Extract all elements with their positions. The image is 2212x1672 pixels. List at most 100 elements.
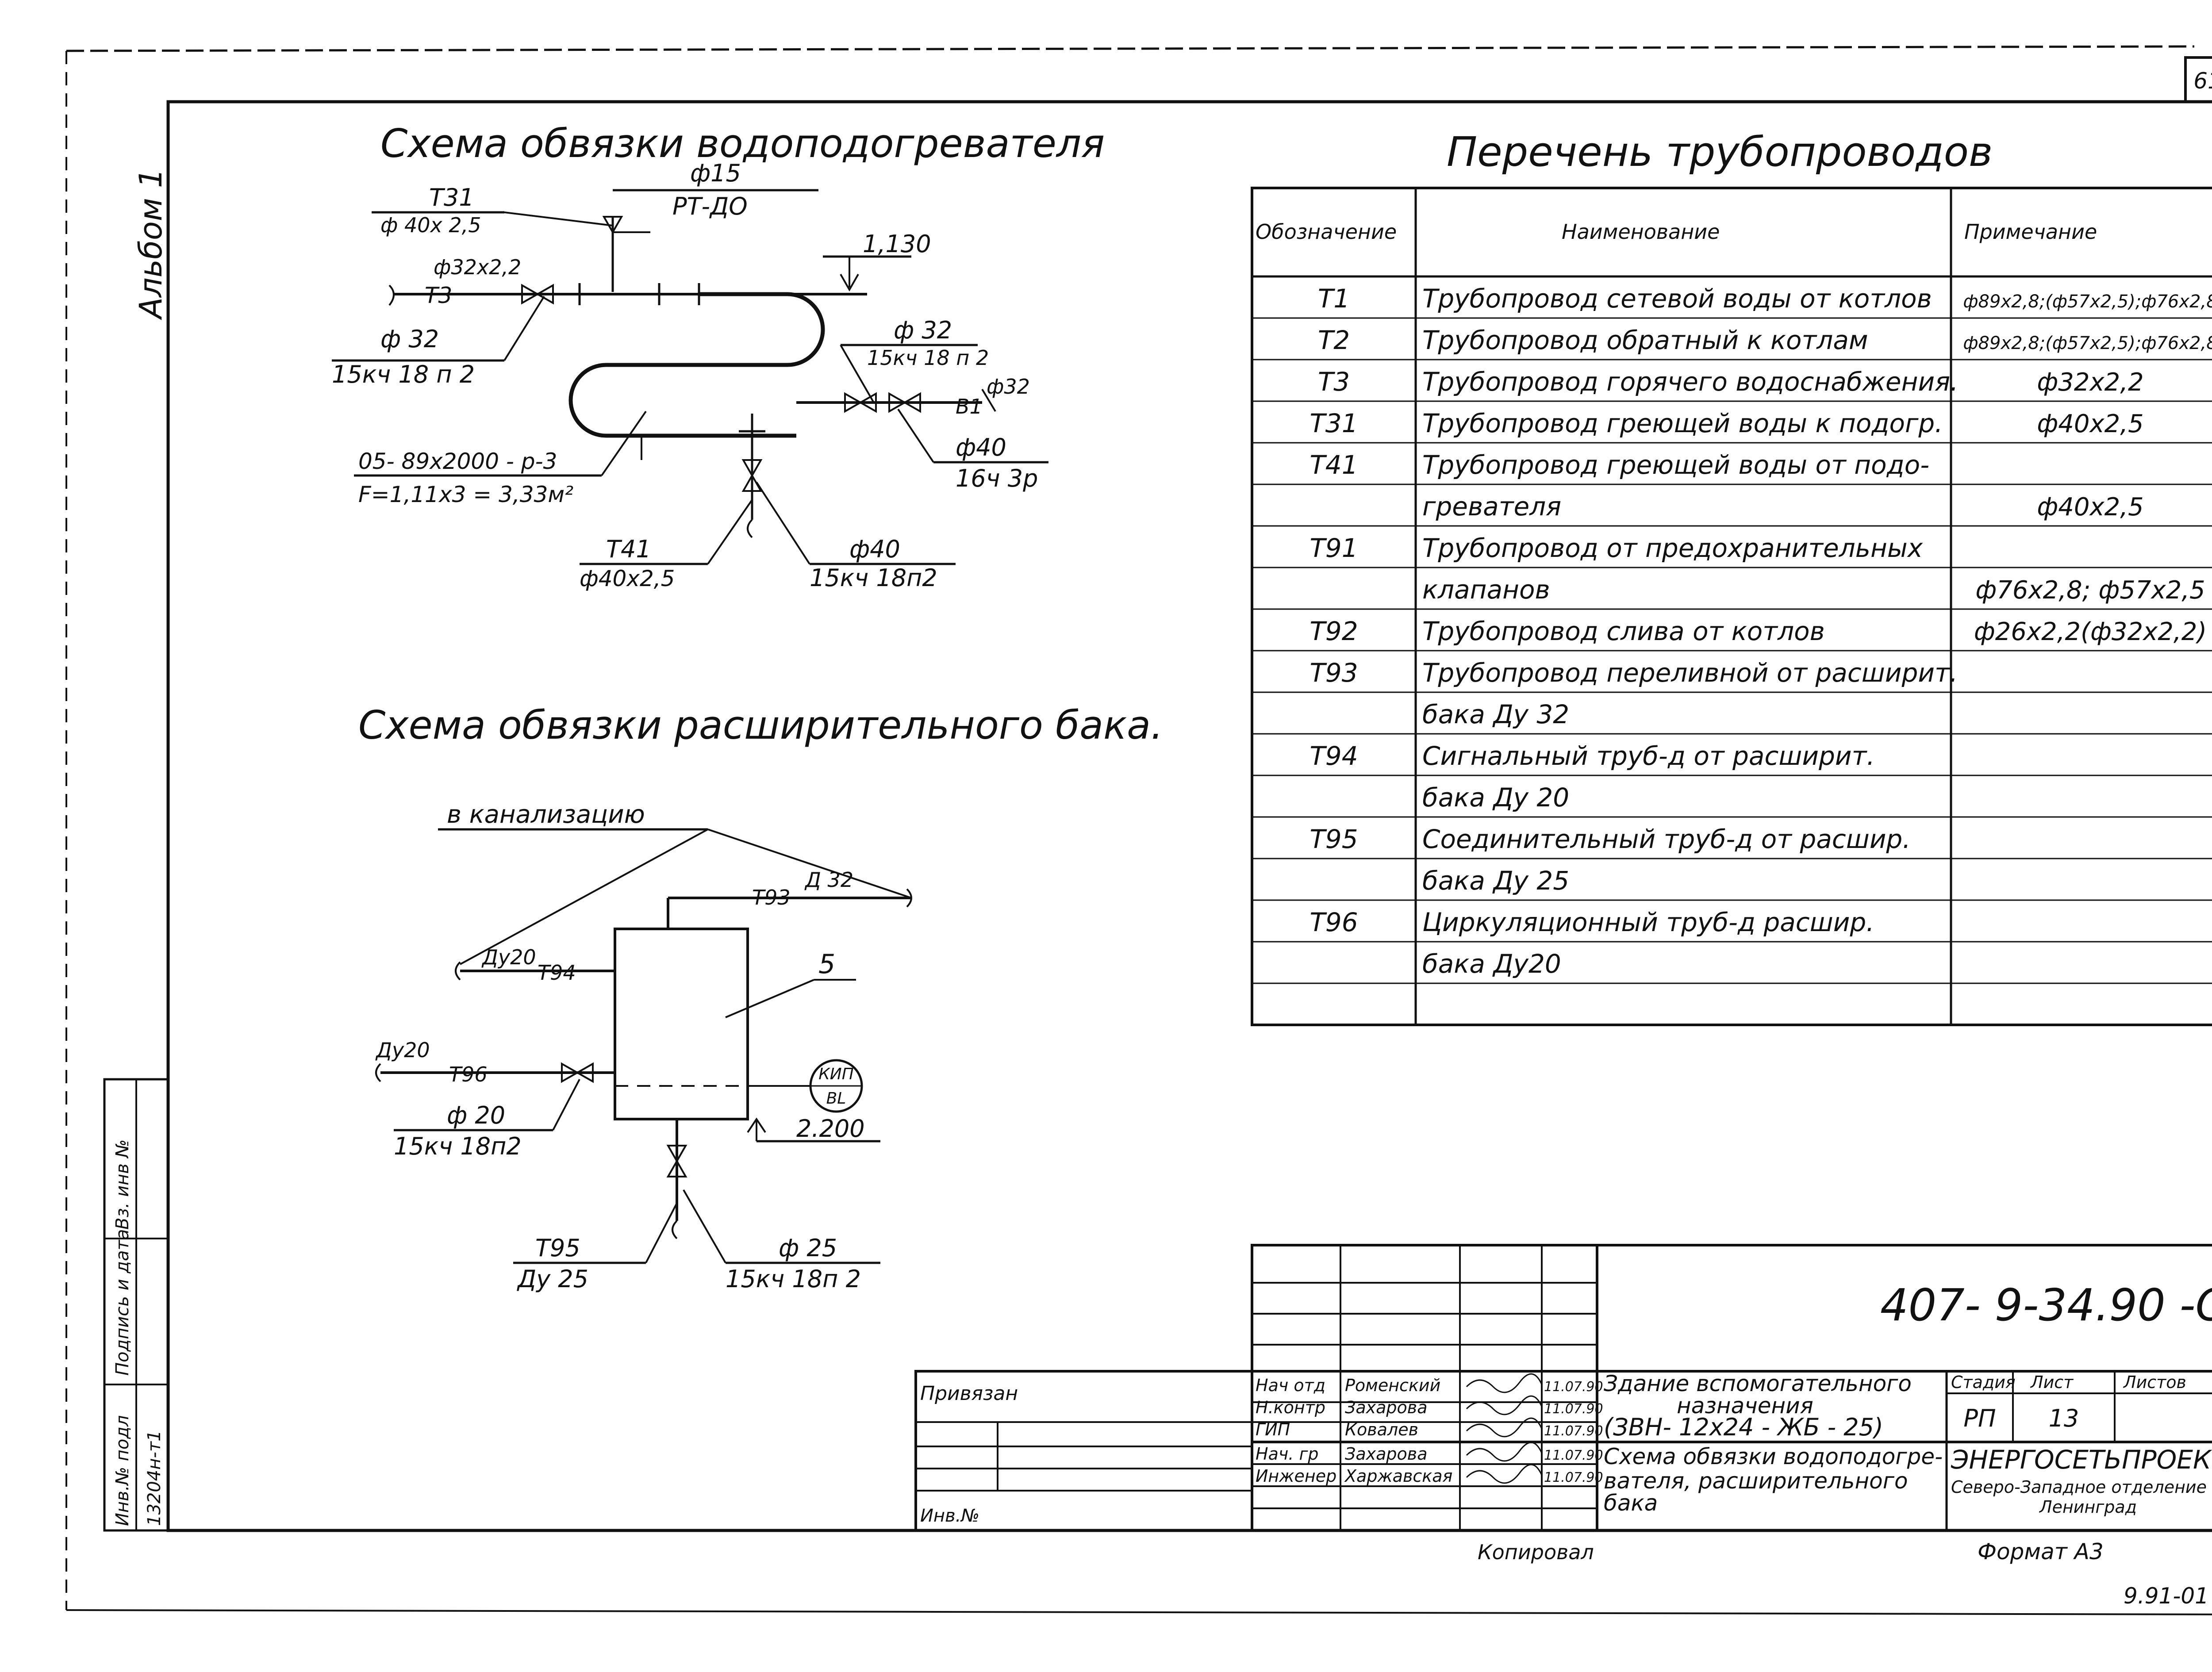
pipe-code: Т92 <box>1310 616 1358 646</box>
t95-label: Т95 <box>535 1234 580 1262</box>
approval-role: ГИП <box>1256 1420 1290 1439</box>
t31-size: ф 40x 2,5 <box>380 213 481 237</box>
valve-bottom: 15кч 18п2 <box>810 564 937 592</box>
phi40-bottom: ф40 <box>849 535 900 563</box>
signature-date-label: Подпись и дата <box>112 1229 133 1376</box>
approval-role: Нач. гр <box>1256 1444 1319 1464</box>
pipe-name: Трубопровод слива от котлов <box>1422 616 1825 646</box>
pipe-name: Трубопровод сетевой воды от котлов <box>1422 284 1932 314</box>
kip-label: КИП <box>818 1065 854 1083</box>
bl-label: BL <box>826 1089 846 1108</box>
t96-label: Т96 <box>449 1062 488 1086</box>
valve-t96-label: 15кч 18п2 <box>394 1132 522 1160</box>
pipe-code: Т94 <box>1310 741 1358 771</box>
pipe-list-title: Перечень трубопроводов <box>1447 128 1993 176</box>
page-number: 61 <box>2193 68 2212 94</box>
approval-role: Инженер <box>1256 1466 1336 1486</box>
org-dept-line1: Северо-Западное отделение <box>1951 1477 2207 1497</box>
title-block: 407- 9-34.90 -ОВ Привязан Инв.№ Нач отдР… <box>914 1244 2212 1609</box>
t41-label: Т41 <box>606 535 651 563</box>
valve-16ch: 16ч 3р <box>956 464 1038 492</box>
pipe-code: Т1 <box>1318 284 1350 314</box>
phi20-label: ф 20 <box>447 1101 505 1129</box>
format-label: Формат А3 <box>1978 1539 2104 1565</box>
heater-area: F=1,11x3 = 3,33м² <box>358 482 573 507</box>
pipe-code: Т41 <box>1310 450 1358 480</box>
pipe-name: Трубопровод от предохранительных <box>1422 533 1923 563</box>
sheet-title-line1: Схема обвязки водоподогре- <box>1604 1444 1943 1469</box>
side-stamp: Альбом 1 Вз. инв № Подпись и дата Инв.№ … <box>103 169 169 1532</box>
rt-do-label: РТ-ДО <box>672 192 748 220</box>
phi32-b1: ф32 <box>987 375 1030 399</box>
copied-by-label: Копировал <box>1478 1540 1594 1564</box>
sheet-title-line3: бака <box>1604 1490 1658 1516</box>
pipe-code: Т3 <box>1318 367 1350 397</box>
building-line2: назначения <box>1677 1393 1813 1419</box>
approval-name: Захарова <box>1345 1444 1427 1464</box>
signature-mark <box>1466 1464 1543 1484</box>
pipe-table-header: Примечание <box>1964 220 2097 244</box>
sheet-value: 13 <box>2049 1404 2079 1432</box>
tank-scheme-title: Схема обвязки расширительного бака. <box>358 702 1163 748</box>
t41-size: ф40x2,5 <box>580 566 675 591</box>
heater-scheme-title: Схема обвязки водоподогревателя <box>380 121 1105 166</box>
signature-mark <box>1466 1417 1543 1438</box>
bottom-note: 9.91-01 <box>2124 1583 2209 1609</box>
approval-date: 11.07.90 <box>1544 1423 1603 1439</box>
approval-date: 11.07.90 <box>1544 1470 1603 1485</box>
pipe-code: Т96 <box>1310 907 1358 937</box>
pipe-code: Т91 <box>1310 533 1358 563</box>
pipe-note: ф26x2,2(ф32x2,2) <box>1974 617 2207 646</box>
to-sewer-label: в канализацию <box>447 800 645 829</box>
pipe-table-header: Наименование <box>1562 220 1720 244</box>
b1-label: В1 <box>956 395 983 418</box>
heater-code: 05- 89x2000 - р-3 <box>358 449 557 474</box>
pipe-name: бака Ду 25 <box>1422 866 1569 896</box>
replace-inv-label: Вз. инв № <box>112 1139 133 1230</box>
phi32x22-label: ф32x2,2 <box>434 255 521 279</box>
pipe-name: бака Ду 32 <box>1422 699 1569 729</box>
phi25-label: ф 25 <box>779 1234 837 1262</box>
heater-scheme: Схема обвязки водоподогревателя Т31 ф 40… <box>332 121 1105 592</box>
pipe-name: бака Ду20 <box>1422 949 1561 979</box>
org-name: ЭНЕРГОСЕТЬПРОЕКТ <box>1951 1445 2212 1475</box>
pipe-code: Т95 <box>1310 824 1358 854</box>
pipe-code: Т31 <box>1310 408 1358 438</box>
signature-mark <box>1466 1373 1543 1393</box>
building-line1: Здание вспомогательного <box>1604 1371 1912 1396</box>
approval-role: Н.контр <box>1256 1398 1325 1417</box>
dy20-a-label: Ду20 <box>481 945 536 969</box>
pipe-name: Сигнальный труб-д от расширит. <box>1422 741 1875 771</box>
pipe-name: Трубопровод переливной от расширит. <box>1422 658 1958 688</box>
pipe-note: ф32x2,2 <box>2037 368 2143 397</box>
approval-name: Захарова <box>1345 1398 1427 1417</box>
pipe-name: клапанов <box>1422 575 1550 605</box>
dy25-label: Ду 25 <box>517 1265 588 1293</box>
stage-label: Стадия <box>1951 1373 2016 1392</box>
pipe-name: Трубопровод обратный к котлам <box>1422 325 1868 355</box>
pipe-name: Трубопровод греющей воды к подогр. <box>1422 408 1943 438</box>
doc-code: 407- 9-34.90 -ОВ <box>1880 1279 2212 1331</box>
valve-t95-label: 15кч 18п 2 <box>726 1265 861 1293</box>
sheets-label: Листов <box>2123 1373 2186 1392</box>
approval-role: Нач отд <box>1256 1376 1325 1395</box>
tank-scheme: Схема обвязки расширительного бака. в ка… <box>358 702 1163 1293</box>
pipe-code: Т93 <box>1310 658 1358 688</box>
album-label: Альбом 1 <box>133 169 169 320</box>
pipe-name: гревателя <box>1422 491 1561 522</box>
approval-date: 11.07.90 <box>1544 1379 1603 1395</box>
pipe-name: Трубопровод греющей воды от подо- <box>1422 450 1929 480</box>
pipe-name: Трубопровод горячего водоснабжения. <box>1422 367 1959 397</box>
approval-name: Ковалев <box>1345 1420 1418 1439</box>
phi32-left: ф 32 <box>380 325 439 353</box>
t3-label: Т3 <box>425 283 452 308</box>
item-5-label: 5 <box>818 949 835 980</box>
signature-mark <box>1466 1442 1543 1462</box>
t31-label: Т31 <box>429 184 474 211</box>
approval-date: 11.07.90 <box>1544 1401 1603 1417</box>
elevation-heater: 1,130 <box>863 230 931 258</box>
